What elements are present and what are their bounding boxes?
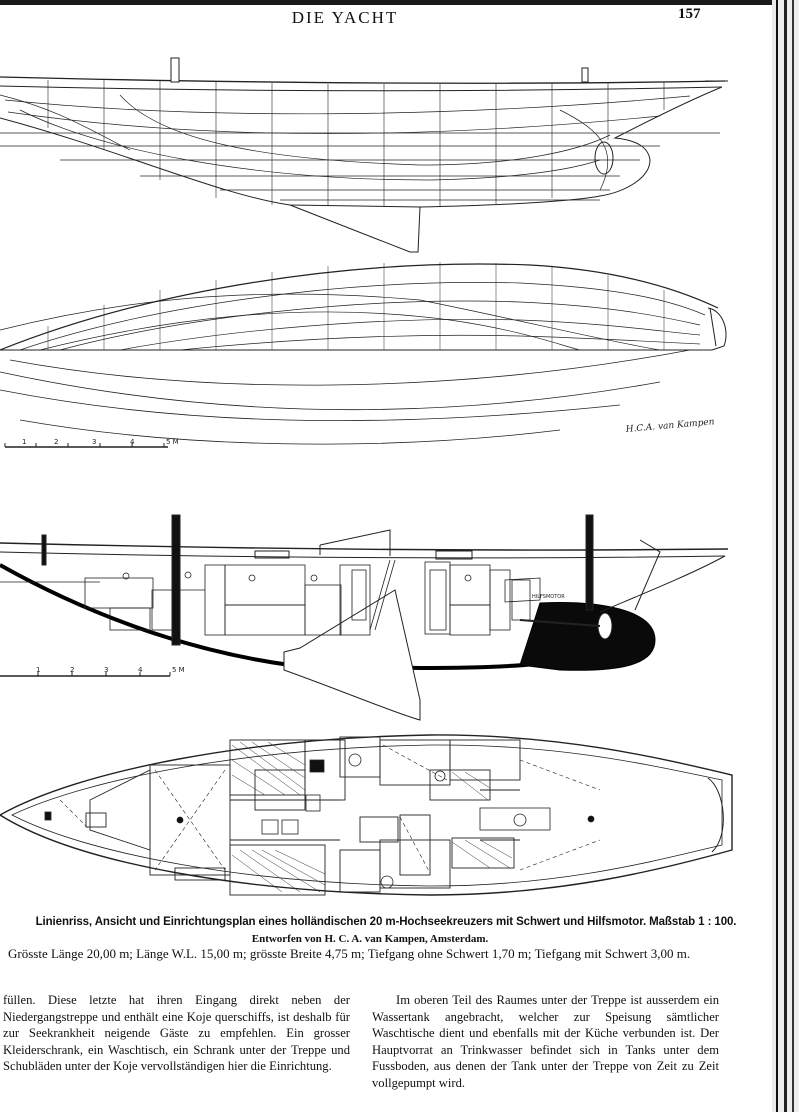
scale-label-3: 3 bbox=[92, 438, 96, 446]
body-column-left: füllen. Diese letzte hat ihren Eingang d… bbox=[3, 992, 350, 1075]
scale2-label-2: 2 bbox=[70, 666, 74, 674]
figure-caption: Linienriss, Ansicht und Einrichtungsplan… bbox=[35, 916, 737, 928]
scan-top-edge bbox=[0, 0, 799, 5]
scale2-label-5: 5 M bbox=[172, 666, 185, 674]
inboard-profile bbox=[0, 514, 729, 721]
page-number: 157 bbox=[678, 6, 701, 22]
profile-lines-drawing bbox=[0, 57, 728, 253]
scale2-label-4: 4 bbox=[138, 666, 143, 674]
designer-signature: H.C.A. van Kampen bbox=[624, 417, 715, 435]
scale-bar-2 bbox=[0, 672, 171, 677]
figure-designer-credit: Entworfen von H. C. A. van Kampen, Amste… bbox=[251, 933, 489, 945]
running-head: DIE YACHT bbox=[291, 8, 399, 27]
scale2-label-3: 3 bbox=[104, 666, 108, 674]
half-breadth-plan bbox=[0, 262, 727, 445]
body-paragraph-right: Im oberen Teil des Raumes unter der Trep… bbox=[372, 993, 719, 1090]
yacht-dimensions: Grösste Länge 20,00 m; Länge W.L. 15,00 … bbox=[8, 946, 691, 961]
scale-label-1: 1 bbox=[22, 438, 26, 446]
body-paragraph-left: füllen. Diese letzte hat ihren Eingang d… bbox=[3, 993, 350, 1074]
scale2-label-1: 1 bbox=[36, 666, 40, 674]
scale-label-5: 5 M bbox=[166, 438, 179, 446]
scale-label-4: 4 bbox=[130, 438, 135, 446]
scale-bar-1 bbox=[4, 443, 168, 448]
accommodation-plan bbox=[0, 734, 733, 896]
body-column-right: Im oberen Teil des Raumes unter der Trep… bbox=[372, 992, 719, 1092]
page-binding-edge bbox=[772, 0, 799, 1112]
scale-label-2: 2 bbox=[54, 438, 58, 446]
engine-label: HILFSMOTOR bbox=[532, 594, 565, 600]
